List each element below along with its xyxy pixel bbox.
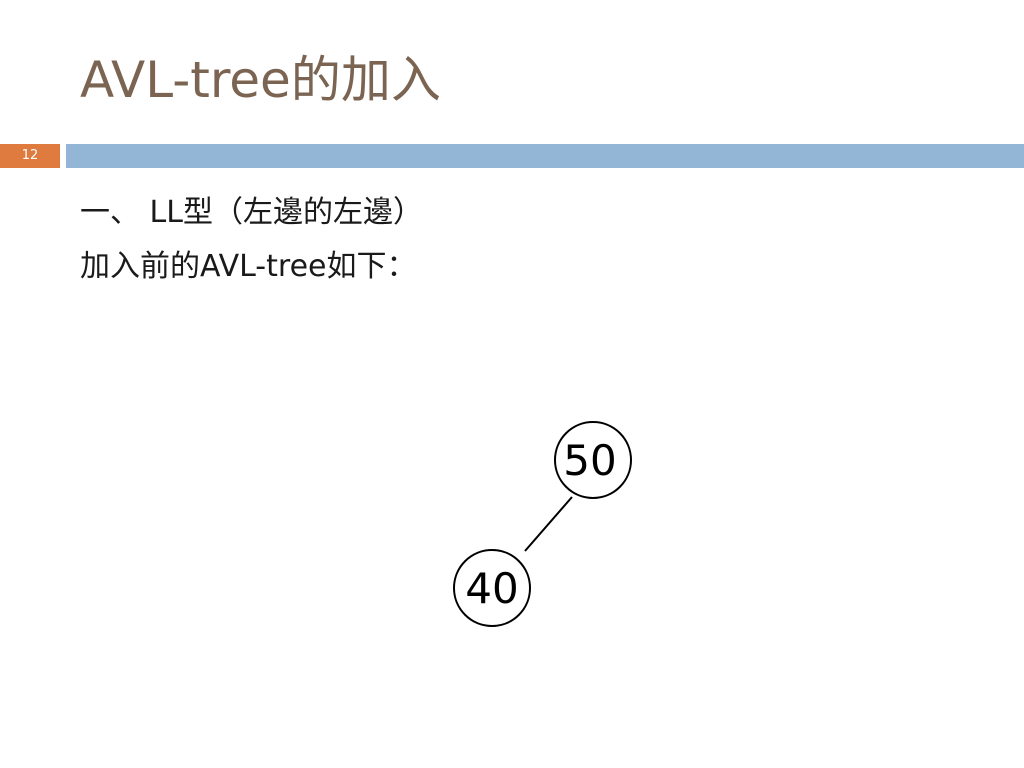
tree-node-50: 50 — [554, 421, 632, 499]
avl-tree-diagram: 50 40 — [453, 421, 632, 627]
tree-node-50-label: 50 — [563, 436, 616, 485]
body-line-tree-intro: 加入前的AVL-tree如下： — [80, 249, 417, 284]
slide-number: 12 — [0, 144, 60, 168]
tree-node-40-circle — [453, 549, 531, 627]
slide-title: AVL-tree的加入 — [80, 51, 441, 109]
tree-edge-50-40 — [524, 496, 573, 552]
slide-body: 一、 LL型（左邊的左邊） 加入前的AVL-tree如下： — [80, 186, 423, 294]
body-line-rotation-type: 一、 LL型（左邊的左邊） — [80, 195, 423, 230]
tree-node-40: 40 — [453, 549, 531, 627]
tree-node-40-label: 40 — [465, 564, 518, 613]
tree-node-50-circle — [554, 421, 632, 499]
title-divider-bar — [66, 144, 1024, 168]
